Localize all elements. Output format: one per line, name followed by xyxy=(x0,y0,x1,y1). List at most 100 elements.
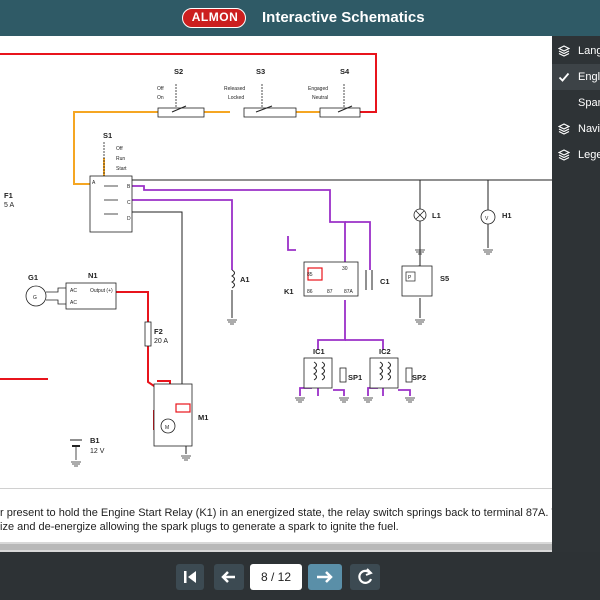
c1-label: C1 xyxy=(380,277,390,286)
scrollbar-thumb[interactable] xyxy=(0,544,552,550)
gauge-h1[interactable]: V H1 xyxy=(480,209,512,225)
s2-opt2: On xyxy=(157,95,164,101)
sp1-label: SP1 xyxy=(348,373,362,382)
n1-label: N1 xyxy=(88,271,98,280)
schematic-canvas[interactable]: S2 Off On S3 Released Locked S4 Engaged … xyxy=(0,36,553,488)
ignition-coil-ic2[interactable]: IC2 xyxy=(369,347,399,389)
n1-ac-1: AC xyxy=(70,288,77,294)
bottom-toolbar: 8 / 12 xyxy=(0,552,600,600)
m1-symbol: M xyxy=(165,425,169,431)
s1-terminal-a: A xyxy=(92,180,96,186)
schematic-diagram[interactable]: S2 Off On S3 Released Locked S4 Engaged … xyxy=(0,36,552,488)
b1-label: B1 xyxy=(90,436,100,445)
s3-opt2: Locked xyxy=(228,95,244,101)
k1-pin-85: 85 xyxy=(307,272,313,278)
starter-motor-m1[interactable]: M M1 xyxy=(153,383,208,447)
s1-pos-start: Start xyxy=(116,166,127,172)
fuse-f2[interactable]: F2 20 A xyxy=(144,321,168,347)
battery-b1[interactable]: B1 12 V xyxy=(70,436,105,460)
refresh-icon xyxy=(358,568,373,584)
k1-pin-86: 86 xyxy=(307,289,313,295)
sidebar-item-spark[interactable]: Spar xyxy=(552,90,600,116)
s1-terminal-b: B xyxy=(127,184,131,190)
sidebar-item-label: Spar xyxy=(578,97,600,109)
restart-button[interactable] xyxy=(350,564,380,590)
coil-a1[interactable]: A1 xyxy=(231,269,250,289)
n1-ac-2: AC xyxy=(70,300,77,306)
f2-label: F2 xyxy=(154,327,163,336)
description-line-2: ize and de-energize allowing the spark p… xyxy=(0,521,399,533)
switch-s3[interactable]: S3 Released Locked xyxy=(224,67,297,118)
page-indicator: 8 / 12 xyxy=(250,564,302,590)
s3-label: S3 xyxy=(256,67,265,76)
g1-symbol: G xyxy=(33,295,37,301)
f1-rating: 5 A xyxy=(4,202,14,209)
sidebar-item-navigation[interactable]: Navi xyxy=(552,116,600,142)
sidebar-item-legend[interactable]: Lege xyxy=(552,142,600,168)
capacitor-c1[interactable]: C1 xyxy=(365,270,390,290)
s1-pos-run: Run xyxy=(116,156,125,162)
arrow-left-icon xyxy=(221,571,235,583)
l1-label: L1 xyxy=(432,211,441,220)
switch-s4[interactable]: S4 Engaged Neutral xyxy=(308,67,361,118)
almon-logo: ALMON xyxy=(182,8,246,28)
ignition-switch-s1[interactable]: S1 Off Run Start A B C D xyxy=(89,131,133,233)
h1-label: H1 xyxy=(502,211,512,220)
layers-icon xyxy=(558,45,570,57)
generator-g1[interactable]: G1 G xyxy=(25,273,66,307)
ground-symbols xyxy=(71,249,493,467)
s1-terminal-d: D xyxy=(127,216,131,222)
layers-icon xyxy=(558,123,570,135)
sidebar-item-language[interactable]: Lang xyxy=(552,38,600,64)
m1-label: M1 xyxy=(198,413,208,422)
s1-pos-off: Off xyxy=(116,146,123,152)
arrow-right-icon xyxy=(317,571,333,583)
ignition-coil-ic1[interactable]: IC1 xyxy=(303,347,333,389)
page-number: 8 / 12 xyxy=(260,570,292,584)
logo-text: ALMON xyxy=(191,10,239,24)
s1-label: S1 xyxy=(103,131,112,140)
ic2-label: IC2 xyxy=(379,347,391,356)
rectifier-n1[interactable]: N1 AC AC Output (+) xyxy=(65,271,117,310)
s3-opt1: Released xyxy=(224,86,245,92)
next-page-button[interactable] xyxy=(308,564,342,590)
b1-voltage: 12 V xyxy=(90,448,105,455)
lamp-l1[interactable]: L1 xyxy=(413,208,441,222)
check-icon xyxy=(558,72,570,82)
layers-icon xyxy=(558,149,570,161)
description-panel: r present to hold the Engine Start Relay… xyxy=(0,488,579,543)
s5-label: S5 xyxy=(440,274,449,283)
s2-opt1: Off xyxy=(157,86,164,92)
pressure-switch-s5[interactable]: P S5 xyxy=(401,265,449,297)
k1-pin-30: 30 xyxy=(342,266,348,272)
sidebar-item-label: Navi xyxy=(578,123,600,135)
sidebar-item-label: Lege xyxy=(578,149,600,161)
s1-terminal-c: C xyxy=(127,200,131,206)
s4-label: S4 xyxy=(340,67,350,76)
k1-label: K1 xyxy=(284,287,294,296)
sidebar-item-label: Lang xyxy=(578,45,600,57)
spark-plug-sp2[interactable]: SP2 xyxy=(405,367,426,383)
f2-rating: 20 A xyxy=(154,338,168,345)
first-page-button[interactable] xyxy=(176,564,204,590)
purple-wires xyxy=(132,185,411,396)
description-line-1: r present to hold the Engine Start Relay… xyxy=(0,507,580,519)
g1-label: G1 xyxy=(28,273,38,282)
ic1-label: IC1 xyxy=(313,347,325,356)
k1-pin-87a: 87A xyxy=(344,289,354,295)
switch-s2[interactable]: S2 Off On xyxy=(157,67,205,118)
sidebar-item-label: Engl xyxy=(578,71,600,83)
sidebar: Lang Engl Spar Navi Lege xyxy=(552,36,600,552)
sidebar-item-english[interactable]: Engl xyxy=(552,64,600,90)
app-title: Interactive Schematics xyxy=(262,9,425,26)
spark-plug-sp1[interactable]: SP1 xyxy=(339,367,362,383)
h1-symbol: V xyxy=(485,216,489,222)
relay-k1[interactable]: K1 86 85 30 87 87A xyxy=(284,261,359,297)
horizontal-scrollbar[interactable] xyxy=(0,542,552,552)
n1-output: Output (+) xyxy=(90,288,113,294)
s4-opt1: Engaged xyxy=(308,86,328,92)
fuse-f1[interactable]: F1 5 A xyxy=(4,191,14,209)
sp2-label: SP2 xyxy=(412,373,426,382)
previous-page-button[interactable] xyxy=(214,564,244,590)
first-page-icon xyxy=(184,571,196,583)
